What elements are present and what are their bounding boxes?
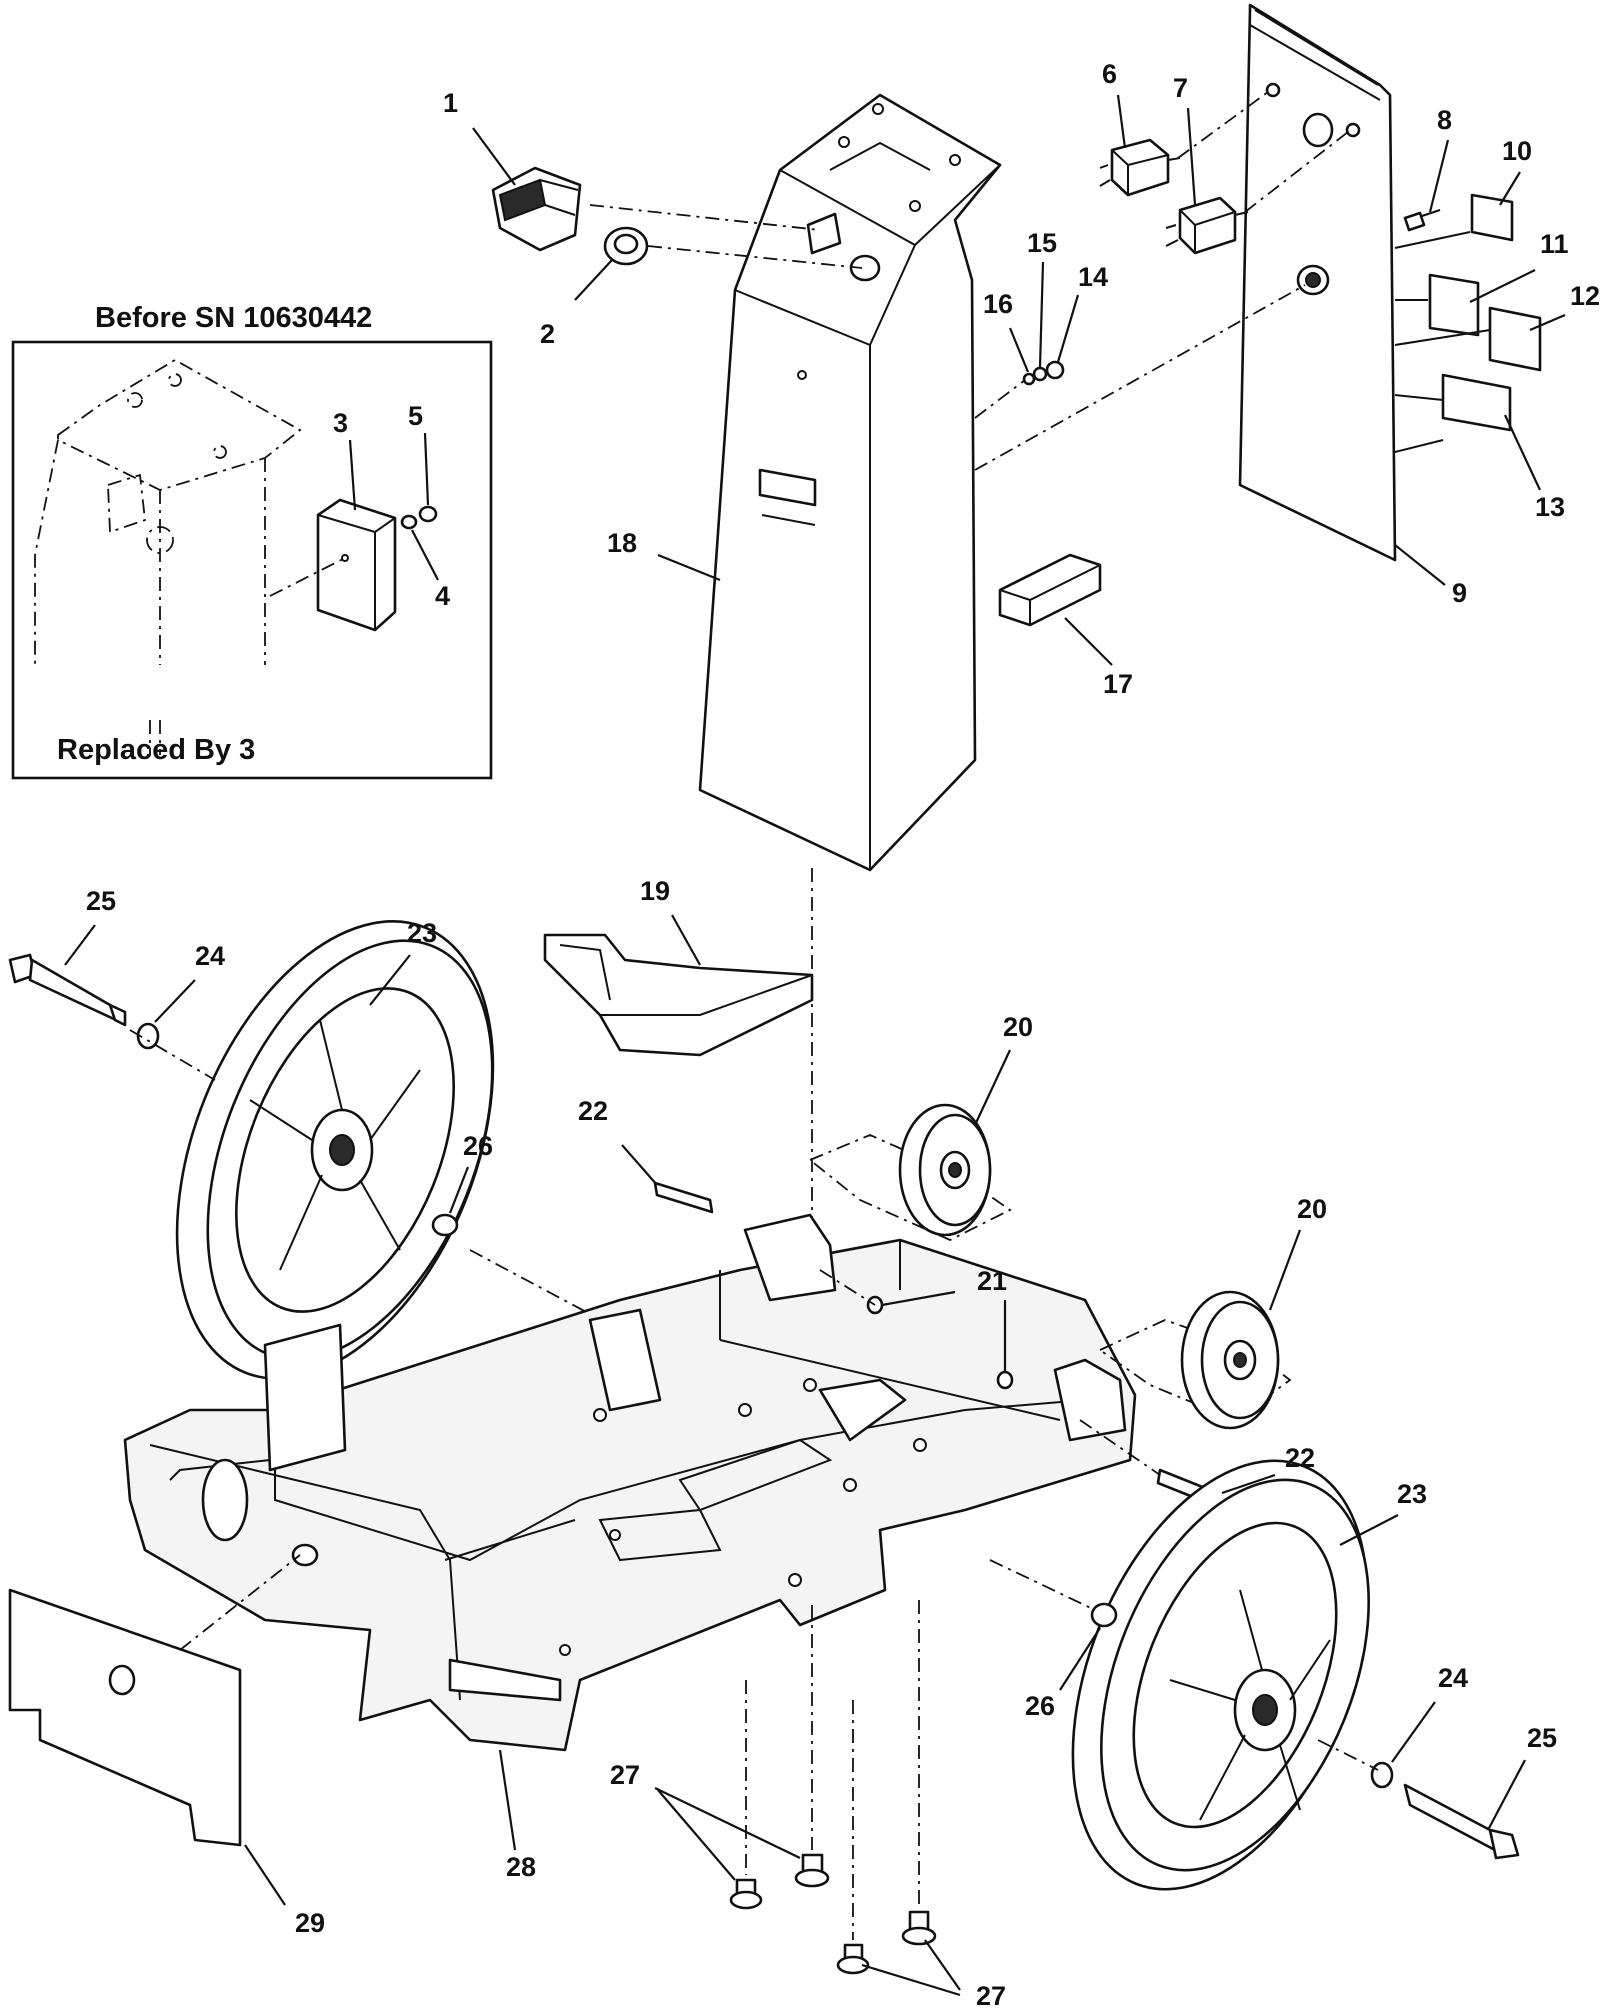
- caster-lower: [1098, 1290, 1292, 1430]
- upper-housing: [698, 93, 1002, 872]
- callout-11: 11: [1540, 229, 1569, 259]
- callout-3: 3: [333, 408, 348, 438]
- callout-14: 14: [1078, 262, 1108, 292]
- callout-5: 5: [408, 401, 423, 431]
- callout-28: 28: [506, 1852, 536, 1882]
- callout-15: 15: [1027, 228, 1057, 258]
- callout-20: 20: [1003, 1012, 1033, 1042]
- axle-bolt-right: [1403, 1783, 1520, 1860]
- callouts: 1 2 6 7 8 9 10 11 12 13 14 15 16 17 18 1…: [64, 59, 1600, 2010]
- callout-26-b: 26: [1025, 1691, 1055, 1721]
- callout-24-b: 24: [1438, 1663, 1468, 1693]
- old-housing-top: [34, 358, 302, 755]
- base-frame: [123, 1213, 1137, 1752]
- inset-frame: [11, 340, 493, 780]
- axis-switch: [589, 204, 821, 231]
- callout-20-b: 20: [1297, 1194, 1327, 1224]
- screws-27: [729, 1853, 937, 1975]
- callout-13: 13: [1535, 492, 1565, 522]
- inset-title: Before SN 10630442: [95, 302, 372, 334]
- callout-2: 2: [540, 319, 555, 349]
- callout-9: 9: [1452, 578, 1467, 608]
- labels-10-13: [1428, 193, 1542, 432]
- axis-grommet: [647, 245, 863, 269]
- callout-27-b: 27: [976, 1981, 1006, 2010]
- circuit-breaker-6: [1099, 138, 1181, 197]
- callout-4: 4: [435, 581, 450, 611]
- callout-27: 27: [610, 1760, 640, 1790]
- callout-18: 18: [607, 528, 637, 558]
- callout-22-b: 22: [1285, 1443, 1315, 1473]
- callout-17: 17: [1103, 669, 1133, 699]
- callout-22: 22: [578, 1096, 608, 1126]
- callout-23-b: 23: [1397, 1479, 1427, 1509]
- rocker-switch: [491, 166, 582, 252]
- spacer-26-left: [431, 1213, 459, 1237]
- screw-8: [1403, 209, 1441, 232]
- spacer-26-right: [1090, 1602, 1118, 1628]
- callout-29: 29: [295, 1908, 325, 1938]
- callout-7: 7: [1173, 73, 1188, 103]
- foam-block: [998, 553, 1102, 627]
- callout-6: 6: [1102, 59, 1117, 89]
- callout-25-b: 25: [1527, 1723, 1557, 1753]
- callout-19: 19: [640, 876, 670, 906]
- axle-bolt-left: [8, 953, 127, 1027]
- bracket-19: [543, 933, 814, 1057]
- callout-12: 12: [1570, 281, 1600, 311]
- old-washer-nut: [400, 505, 438, 530]
- callout-23: 23: [407, 918, 437, 948]
- callout-25: 25: [86, 886, 116, 916]
- washer-24-left: [136, 1022, 160, 1050]
- callout-16: 16: [983, 289, 1013, 319]
- back-panel: [1238, 3, 1397, 562]
- callout-26: 26: [463, 1131, 493, 1161]
- old-relay-block: [269, 498, 397, 632]
- inset-before-serial: Before SN 10630442 3 5: [11, 302, 493, 780]
- pin-22-upper: [653, 1181, 714, 1214]
- wheel-left: [175, 920, 495, 1380]
- callout-21: 21: [977, 1266, 1007, 1296]
- callout-1: 1: [443, 88, 458, 118]
- callout-24: 24: [195, 941, 225, 971]
- clip-21-b: [996, 1370, 1014, 1390]
- wheel-right: [1071, 1459, 1370, 1891]
- front-panel-29: [8, 1588, 242, 1847]
- callout-8: 8: [1437, 105, 1452, 135]
- washer-24-right: [1370, 1761, 1394, 1789]
- hardware-14-15-16: [1022, 360, 1065, 386]
- circuit-breaker-7: [1165, 196, 1249, 255]
- callout-10: 10: [1502, 136, 1532, 166]
- caster-upper: [808, 1103, 1012, 1241]
- grommet: [603, 226, 649, 266]
- inset-caption: Replaced By 3: [57, 734, 255, 766]
